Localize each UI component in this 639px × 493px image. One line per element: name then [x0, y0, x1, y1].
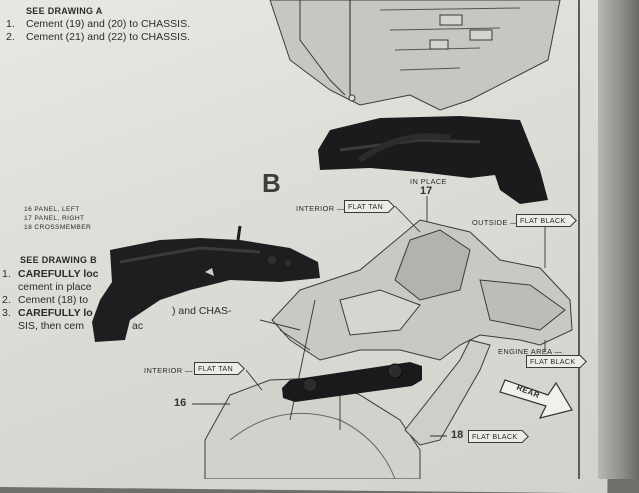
drawing-b-step-3-number: 3.	[2, 307, 11, 319]
drawing-a-chassis	[269, 0, 561, 111]
drawing-b-crossmember	[404, 339, 491, 446]
black-panel-piece-top	[318, 116, 548, 204]
drawing-b-step-3-tail: ) and CHAS-	[172, 305, 232, 317]
drawing-a-step-2-text: Cement (21) and (22) to CHASSIS.	[26, 31, 190, 43]
drawing-b-step-3-text: CAREFULLY lo	[18, 307, 93, 319]
drawing-b-step-2-number: 2.	[2, 294, 11, 306]
callout-interior-left: INTERIOR —	[144, 366, 193, 375]
black-panel-piece-left	[92, 225, 320, 342]
paint-label-flat-tan-left: FLAT TAN	[194, 362, 240, 375]
drawing-b-heading: SEE DRAWING B	[20, 255, 97, 265]
drawing-a-step-2-number: 2.	[6, 31, 15, 43]
drawing-b-step-3-line2-tail: ac	[132, 320, 144, 332]
rear-arrow	[499, 379, 573, 419]
legend-item-16: 16 PANEL, LEFT	[24, 206, 80, 213]
callout-interior-top: INTERIOR —	[296, 204, 345, 213]
paint-label-flat-black-outside: FLAT BLACK	[516, 214, 572, 227]
paint-label-flat-black-18: FLAT BLACK	[468, 430, 524, 443]
callout-in-place: IN PLACE	[410, 177, 447, 186]
drawing-b-letter: B	[262, 168, 281, 198]
legend-item-17: 17 PANEL, RIGHT	[24, 215, 85, 222]
callout-engine-area: ENGINE AREA —	[498, 347, 563, 356]
paint-label-flat-tan-top: FLAT TAN	[344, 200, 390, 213]
sheet-edge-shadow	[598, 0, 639, 479]
drawing-a-step-1-number: 1.	[6, 18, 15, 30]
drawing-b-step-1-text: CAREFULLY loc	[18, 268, 99, 280]
legend-item-18: 18 CROSSMEMBER	[24, 224, 92, 231]
drawing-b-step-1-line2: cement in place	[18, 281, 92, 293]
drawing-b-step-3-line2: SIS, then cem	[18, 320, 84, 332]
part-number-16: 16	[174, 397, 187, 409]
drawing-a-heading: SEE DRAWING A	[26, 6, 103, 16]
drawing-b-step-2-text: Cement (18) to	[18, 294, 89, 306]
drawing-b-interior	[259, 219, 573, 361]
part-number-18: 18	[451, 429, 464, 441]
paint-label-flat-black-engine: FLAT BLACK	[526, 355, 582, 368]
drawing-a-step-1-text: Cement (19) and (20) to CHASSIS.	[26, 18, 190, 30]
drawing-b-step-1-number: 1.	[2, 268, 11, 280]
page-margin-line	[578, 0, 580, 479]
black-crossmember-piece	[282, 362, 422, 402]
part-number-17: 17	[420, 185, 433, 197]
callout-outside: OUTSIDE —	[472, 218, 518, 227]
assembly-illustration	[92, 0, 573, 479]
